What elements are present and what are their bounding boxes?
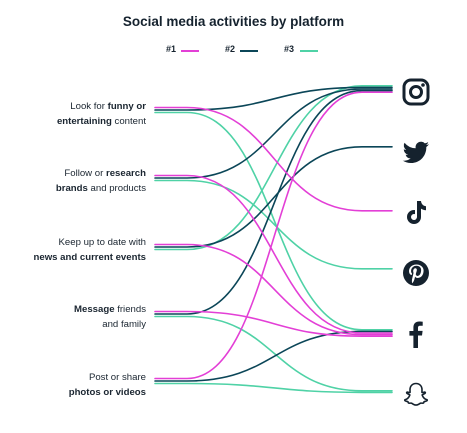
activity-label-news: Keep up to date with news and current ev… [34,235,147,265]
legend-label-2: #2 [225,44,236,54]
legend-label-1: #1 [166,44,177,54]
legend-label-3: #3 [284,44,295,54]
flow-link-news-rank1-facebook [154,243,393,336]
activity-line: Follow or research [64,168,146,179]
flow-link-message-rank2-instagram [154,89,393,315]
activity-line: photos or videos [68,387,146,398]
flow-link-post-rank1-instagram [154,91,393,380]
activity-label-message: Message friends and family [74,302,146,332]
flow-link-brands-rank1-facebook [154,174,393,334]
activity-label-post: Post or share photos or videos [69,370,146,400]
activity-line: brands and products [55,183,146,194]
activity-line: news and current events [33,252,147,263]
flow-link-funny-rank1-tiktok [154,106,393,212]
activity-line: Look for funny or [70,101,146,112]
chart-title: Social media activities by platform [122,14,345,29]
snapchat-icon [403,382,429,406]
legend: #1 #2 #3 [0,44,467,58]
flow-link-news-rank2-twitter [154,146,393,248]
activity-label-funny: Look for funny or entertaining content [57,99,146,129]
flow-link-message-rank3-snapchat [154,315,393,392]
flow-link-post-rank3-snapchat [154,382,393,394]
legend-swatch-3 [300,50,318,52]
activity-line: Post or share [88,372,146,383]
pinterest-icon [403,260,429,286]
activity-line: entertaining content [56,116,146,127]
activity-label-brands: Follow or research brands and products [56,166,146,196]
flow-link-post-rank2-facebook [154,330,393,382]
legend-swatch-2 [240,50,258,52]
activity-line: Message friends [74,304,146,315]
legend-swatch-1 [181,50,199,52]
flow-link-brands-rank2-instagram [154,88,393,179]
flow-link-message-rank1-facebook [154,310,393,337]
facebook-icon [409,321,423,348]
twitter-icon [402,141,429,164]
instagram-icon [402,78,430,106]
flow-links [154,85,393,394]
flow-link-brands-rank3-pinterest [154,179,393,270]
flow-link-funny-rank3-facebook [154,111,393,331]
activity-line: Keep up to date with [58,237,146,248]
activity-line: and family [102,319,146,330]
tiktok-icon [407,201,426,224]
